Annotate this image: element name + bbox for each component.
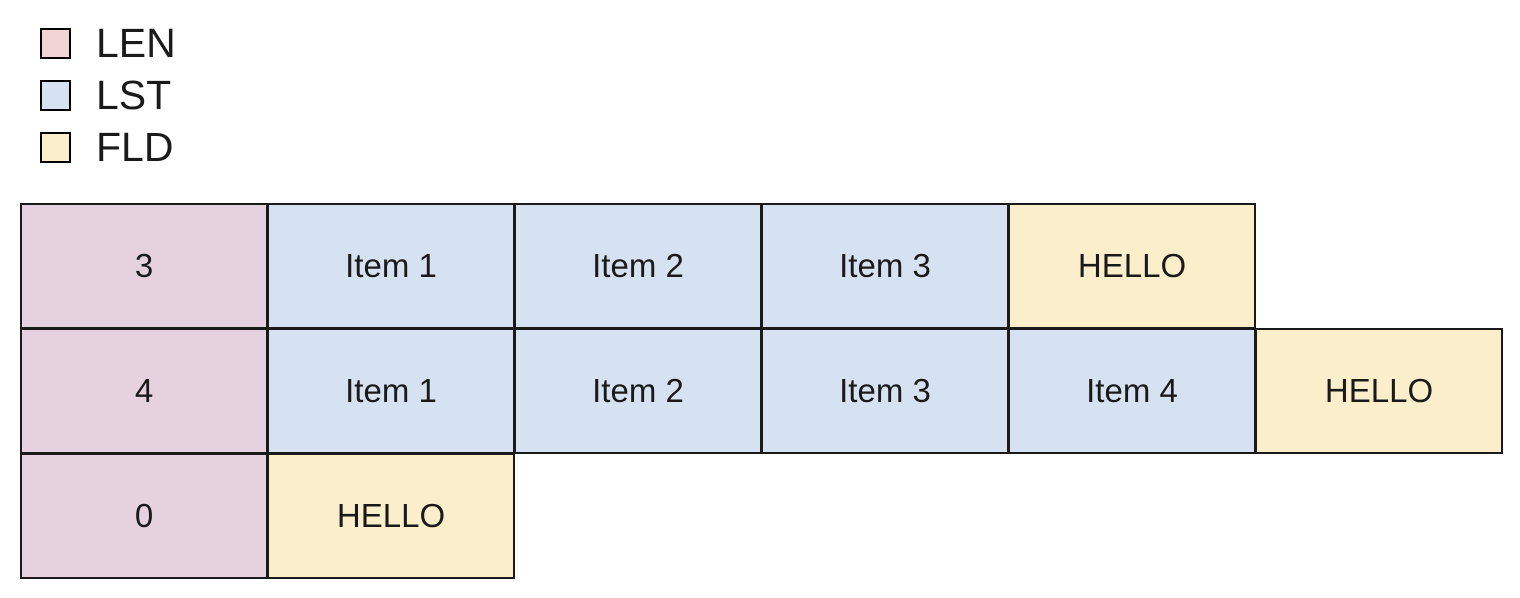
legend-swatch-len-icon (40, 28, 71, 59)
table-cell-lst: Item 3 (761, 328, 1009, 454)
legend-swatch-fld-icon (40, 132, 71, 163)
legend-swatch-lst-icon (40, 80, 71, 111)
legend-item-lst: LST (40, 75, 176, 116)
table-cell-lst: Item 1 (267, 203, 515, 329)
legend-label: LEN (96, 20, 176, 66)
legend-label: FLD (96, 124, 174, 170)
table-cell-lst: Item 4 (1008, 328, 1256, 454)
table-cell-len: 0 (20, 453, 268, 579)
table-cell-len: 3 (20, 203, 268, 329)
table-cell-fld: HELLO (267, 453, 515, 579)
table-cell-lst: Item 3 (761, 203, 1009, 329)
table-cell-lst: Item 2 (514, 203, 762, 329)
legend-item-fld: FLD (40, 127, 176, 168)
table-cell-lst: Item 2 (514, 328, 762, 454)
legend: LEN LST FLD (40, 23, 176, 183)
table-cell-len: 4 (20, 328, 268, 454)
table-cell-fld: HELLO (1255, 328, 1503, 454)
legend-label: LST (96, 72, 172, 118)
table-cell-fld: HELLO (1008, 203, 1256, 329)
legend-item-len: LEN (40, 23, 176, 64)
table-cell-lst: Item 1 (267, 328, 515, 454)
